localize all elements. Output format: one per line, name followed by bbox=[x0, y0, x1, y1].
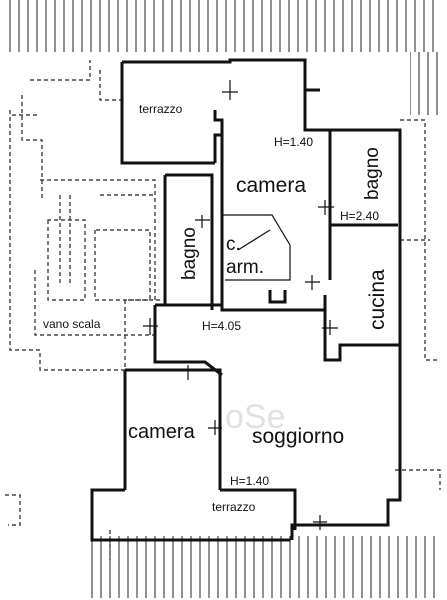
roof-hatching-top bbox=[9, 0, 434, 52]
height-label-soggiorno: H=1.40 bbox=[230, 474, 269, 488]
room-label-terrazzo-top: terrazzo bbox=[139, 102, 183, 116]
room-label-camera-top: camera bbox=[236, 174, 306, 197]
height-label-central: H=4.05 bbox=[202, 319, 241, 333]
walls bbox=[90, 58, 402, 542]
room-label-c: c. bbox=[226, 234, 241, 255]
door-marks bbox=[143, 80, 338, 530]
watermark: oSe bbox=[225, 398, 286, 436]
room-label-vano-scala: vano scala bbox=[43, 317, 101, 331]
room-label-soggiorno: soggiorno bbox=[252, 425, 344, 448]
height-label-bagno-right: H=2.40 bbox=[340, 209, 379, 223]
lower-floor-dashed-outline bbox=[5, 60, 441, 560]
roof-hatching-bottom bbox=[91, 536, 435, 598]
roof-hatching-right bbox=[409, 52, 438, 115]
room-label-camera-bottom: camera bbox=[128, 421, 196, 443]
room-label-bagno-left: bagno bbox=[179, 227, 200, 280]
height-label-camera-top: H=1.40 bbox=[274, 135, 313, 149]
room-label-bagno-right: bagno bbox=[362, 147, 383, 200]
room-label-cucina: cucina bbox=[366, 269, 389, 330]
room-label-arm: arm. bbox=[226, 257, 264, 278]
room-label-terrazzo-bottom: terrazzo bbox=[212, 500, 256, 514]
